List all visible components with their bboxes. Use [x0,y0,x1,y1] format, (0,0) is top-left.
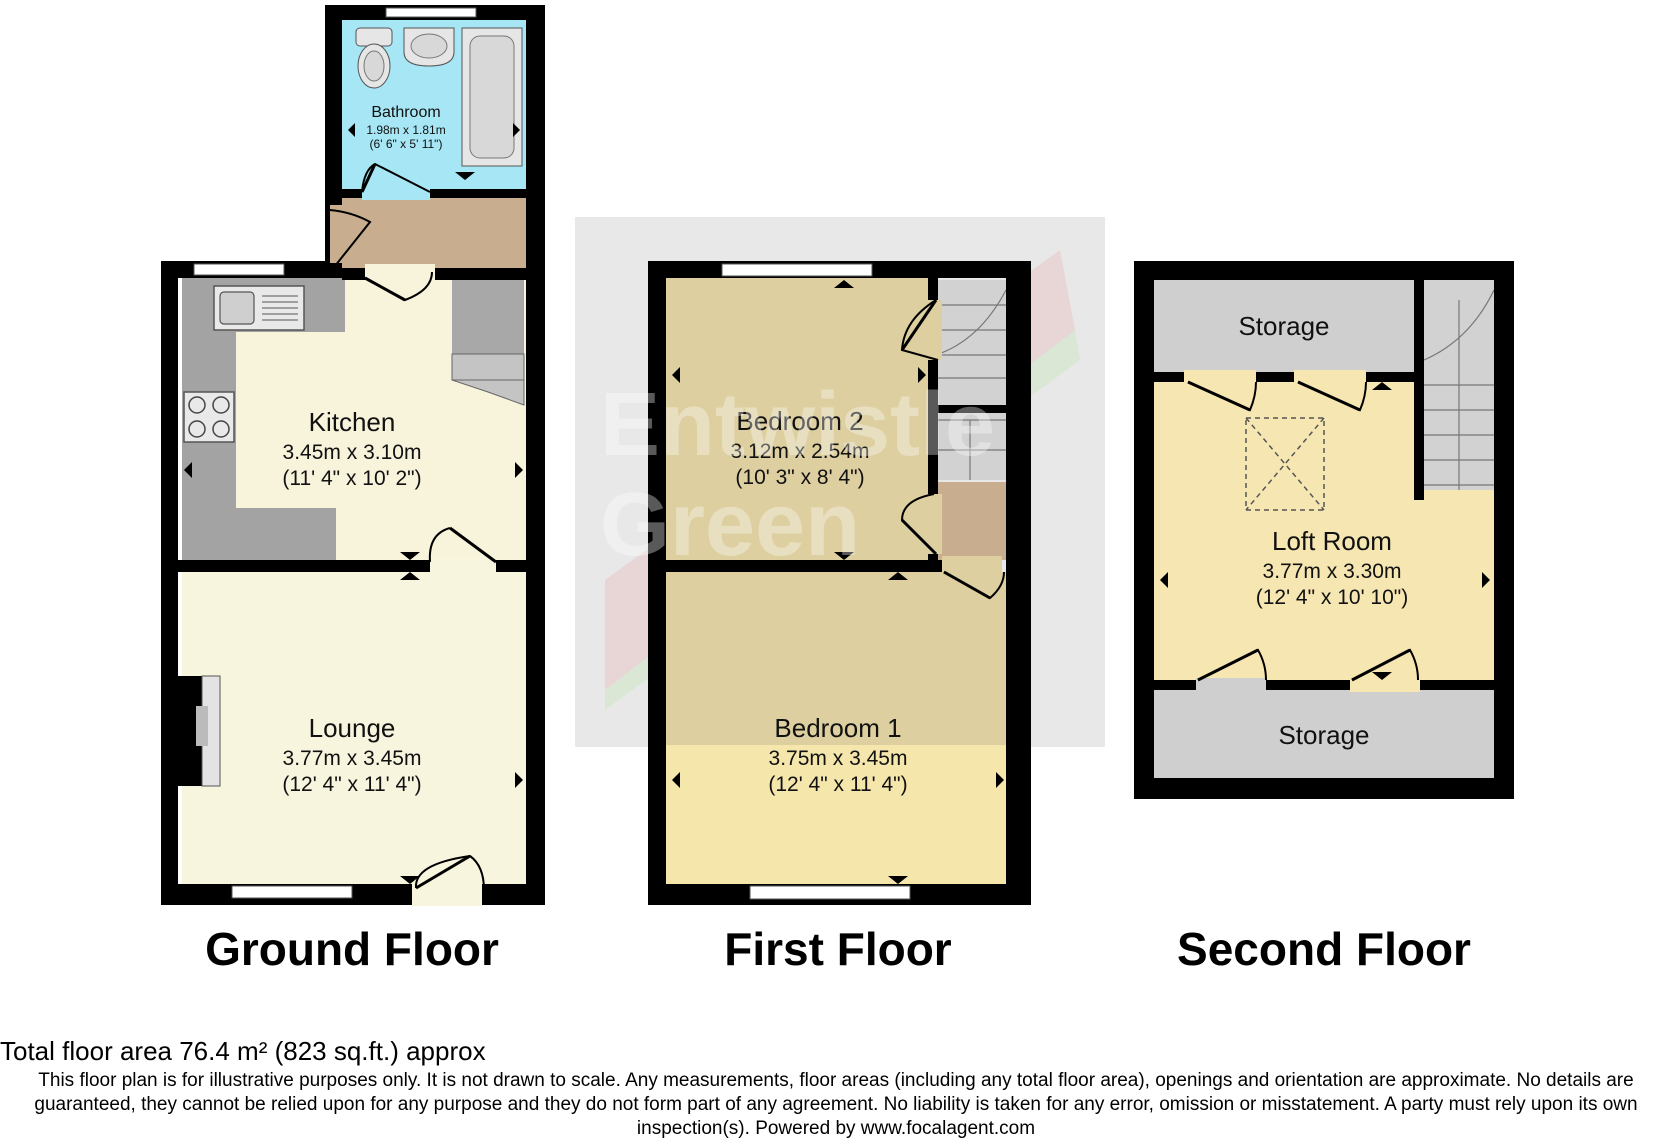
lounge-label: Lounge [309,713,396,743]
bathroom-dim-m: 1.98m x 1.81m [366,123,445,137]
doors-first [900,299,1005,600]
disclaimer-text: This floor plan is for illustrative purp… [34,1070,1638,1139]
bathroom-label: Bathroom [371,104,440,121]
bedroom-1-dim-m: 3.75m x 3.45m [769,747,908,770]
bedroom-2-window [721,263,873,277]
storage-top-area [1154,280,1414,372]
loft-room-label: Loft Room [1272,526,1392,556]
doors-ground [329,162,497,891]
first-landing [936,482,1006,560]
second-floor: Storage Loft Room 3.77m x 3.30m (12' 4" … [1134,261,1514,975]
basin-icon [403,27,455,67]
kitchen-worktop [182,278,345,560]
watermark-line-1: Entwistle [600,375,995,475]
storage-bottom-area [1154,690,1494,778]
first-stairs [936,280,1006,480]
bedroom-2-area [666,278,936,560]
toilet-icon [355,27,393,89]
kitchen-dim-ft: (11' 4" x 10' 2") [282,467,421,490]
kitchen-window [193,263,285,276]
bedroom-2-label: Bedroom 2 [736,406,863,436]
first-floor: Bedroom 2 3.12m x 2.54m (10' 3" x 8' 4")… [648,261,1031,975]
bathroom-window [385,7,477,18]
loft-room-dim-ft: (12' 4" x 10' 10") [1256,586,1409,609]
sink-icon [213,285,305,331]
fireplace-icon [178,675,221,787]
lounge-dim-ft: (12' 4" x 11' 4") [282,773,421,796]
bedroom-2-dim-m: 3.12m x 2.54m [731,440,870,463]
lounge-window [231,885,353,899]
total-floor-area: Total floor area 76.4 m² (823 sq.ft.) ap… [0,1036,486,1066]
second-dimension-arrows [1160,382,1490,680]
second-walls [1134,261,1514,799]
kitchen-stairs [451,280,525,406]
bedroom-1-dim-ft: (12' 4" x 11' 4") [768,773,907,796]
second-floor-title: Second Floor [1177,923,1471,975]
watermark-text: Entwistle Green [600,375,995,575]
bedroom-1-label: Bedroom 1 [774,713,901,743]
storage-top-label: Storage [1238,311,1329,341]
ground-floor: Bathroom 1.98m x 1.81m (6' 6" x 5' 11") … [161,5,545,975]
first-dimension-arrows [672,280,1004,884]
hall-area [342,192,526,268]
lounge-dim-m: 3.77m x 3.45m [283,747,422,770]
first-stairs-treads [935,289,1007,480]
ground-floor-title: Ground Floor [205,923,499,975]
bedroom-1-window [749,885,911,900]
watermark-line-2: Green [600,475,860,575]
loft-room-dim-m: 3.77m x 3.30m [1263,560,1402,583]
bathroom-dim-ft: (6' 6" x 5' 11") [370,137,443,151]
hob-icon [183,391,235,443]
storage-bottom-label: Storage [1278,720,1369,750]
lounge-area [182,572,526,884]
first-floor-title: First Floor [724,923,952,975]
bedroom-2-dim-ft: (10' 3" x 8' 4") [735,466,864,489]
kitchen-label: Kitchen [309,407,396,437]
bath-icon [461,27,523,167]
doors-second [1187,380,1419,682]
second-stairs-treads [1423,289,1495,490]
kitchen-dim-m: 3.45m x 3.10m [283,441,422,464]
skylight-icon [1245,417,1325,511]
ground-dimension-arrows [184,123,523,884]
